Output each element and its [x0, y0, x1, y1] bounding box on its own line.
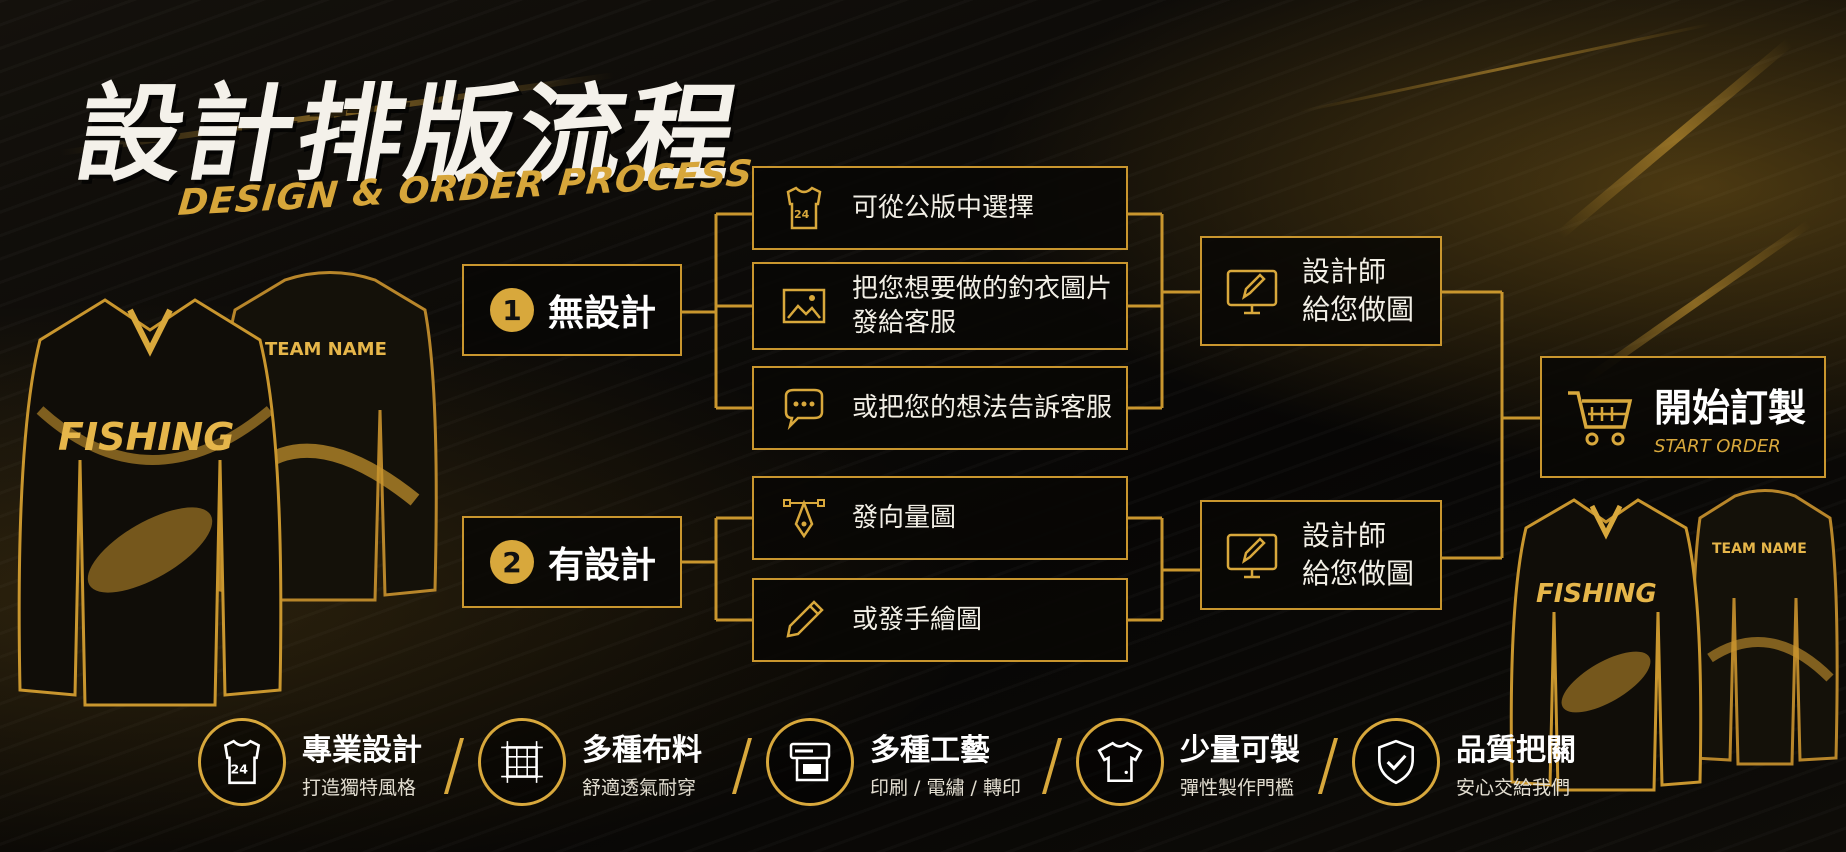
feature-fabrics: 多種布料 舒適透氣耐穿 — [478, 718, 702, 806]
feature-subtitle: 打造獨特風格 — [302, 776, 417, 799]
option-template-select: 24 可從公版中選擇 — [752, 166, 1128, 250]
feature-title: 專業設計 — [302, 732, 422, 768]
category-has-design: 2 有設計 — [462, 516, 682, 608]
feature-subtitle: 安心交給我們 — [1456, 776, 1571, 799]
fishing-jersey-front: FISHING — [17, 298, 283, 707]
shield-check-icon — [1352, 718, 1440, 806]
svg-text:FISHING: FISHING — [58, 415, 234, 459]
option-text-line2: 發給客服 — [852, 308, 957, 338]
option-text: 或發手繪圖 — [852, 605, 983, 635]
feature-title: 少量可製 — [1180, 732, 1300, 768]
monitor-pen-icon — [1226, 533, 1278, 579]
designer-line2: 給您做圖 — [1302, 293, 1415, 326]
cart-icon — [1568, 391, 1633, 446]
category-label: 有設計 — [548, 545, 657, 586]
chat-bubble-icon — [784, 388, 824, 431]
designer-box-1: 設計師 給您做圖 — [1200, 236, 1442, 346]
category-label: 無設計 — [548, 293, 657, 334]
option-vector: 發向量圖 — [752, 476, 1128, 560]
svg-text:24: 24 — [231, 761, 249, 776]
feature-title: 多種布料 — [582, 732, 702, 768]
order-subtitle: START ORDER — [1654, 436, 1781, 457]
svg-text:FISHING: FISHING — [1536, 579, 1657, 609]
svg-text:24: 24 — [794, 208, 810, 221]
designer-box-2: 設計師 給您做圖 — [1200, 500, 1442, 610]
fishing-jersey-front-right: FISHING — [1509, 498, 1703, 792]
vector-pen-icon — [783, 499, 825, 539]
printer-icon — [766, 718, 854, 806]
feature-title: 品質把關 — [1456, 732, 1576, 768]
feature-small-batch: 少量可製 彈性製作門檻 — [1076, 718, 1300, 806]
image-icon — [782, 288, 826, 324]
option-hand-drawn: 或發手繪圖 — [752, 578, 1128, 662]
monitor-pen-icon — [1226, 269, 1278, 315]
feature-title: 多種工藝 — [870, 732, 990, 768]
start-order-box[interactable]: 開始訂製 START ORDER — [1540, 356, 1826, 478]
option-text: 發向量圖 — [852, 503, 957, 533]
designer-line1: 設計師 — [1302, 255, 1387, 288]
step-number-1: 1 — [490, 288, 534, 332]
feature-crafts: 多種工藝 印刷 / 電繡 / 轉印 — [766, 718, 1021, 806]
order-title: 開始訂製 — [1654, 386, 1807, 430]
svg-text:TEAM NAME: TEAM NAME — [265, 339, 387, 360]
jersey-24-icon: 24 — [198, 718, 286, 806]
jersey-24-icon: 24 — [786, 186, 822, 230]
feature-quality: 品質把關 安心交給我們 — [1352, 718, 1576, 806]
svg-text:TEAM NAME: TEAM NAME — [1712, 541, 1807, 557]
feature-subtitle: 印刷 / 電繡 / 轉印 — [870, 776, 1021, 799]
category-no-design: 1 無設計 — [462, 264, 682, 356]
feature-subtitle: 彈性製作門檻 — [1180, 776, 1295, 799]
designer-line2: 給您做圖 — [1302, 557, 1415, 590]
option-text: 或把您的想法告訴客服 — [852, 393, 1113, 423]
option-text: 可從公版中選擇 — [852, 193, 1035, 223]
option-text-line1: 把您想要做的釣衣圖片 — [852, 274, 1113, 304]
fishing-jersey-back-right: TEAM NAME — [1691, 489, 1839, 766]
pencil-icon — [786, 600, 824, 638]
step-number-2: 2 — [490, 540, 534, 584]
feature-subtitle: 舒適透氣耐穿 — [582, 776, 697, 799]
feature-professional-design: 24 專業設計 打造獨特風格 — [198, 718, 422, 806]
option-tell-idea: 或把您的想法告訴客服 — [752, 366, 1128, 450]
fabric-grid-icon — [478, 718, 566, 806]
tshirt-icon — [1076, 718, 1164, 806]
designer-line1: 設計師 — [1302, 519, 1387, 552]
option-send-image: 把您想要做的釣衣圖片 發給客服 — [752, 262, 1128, 350]
